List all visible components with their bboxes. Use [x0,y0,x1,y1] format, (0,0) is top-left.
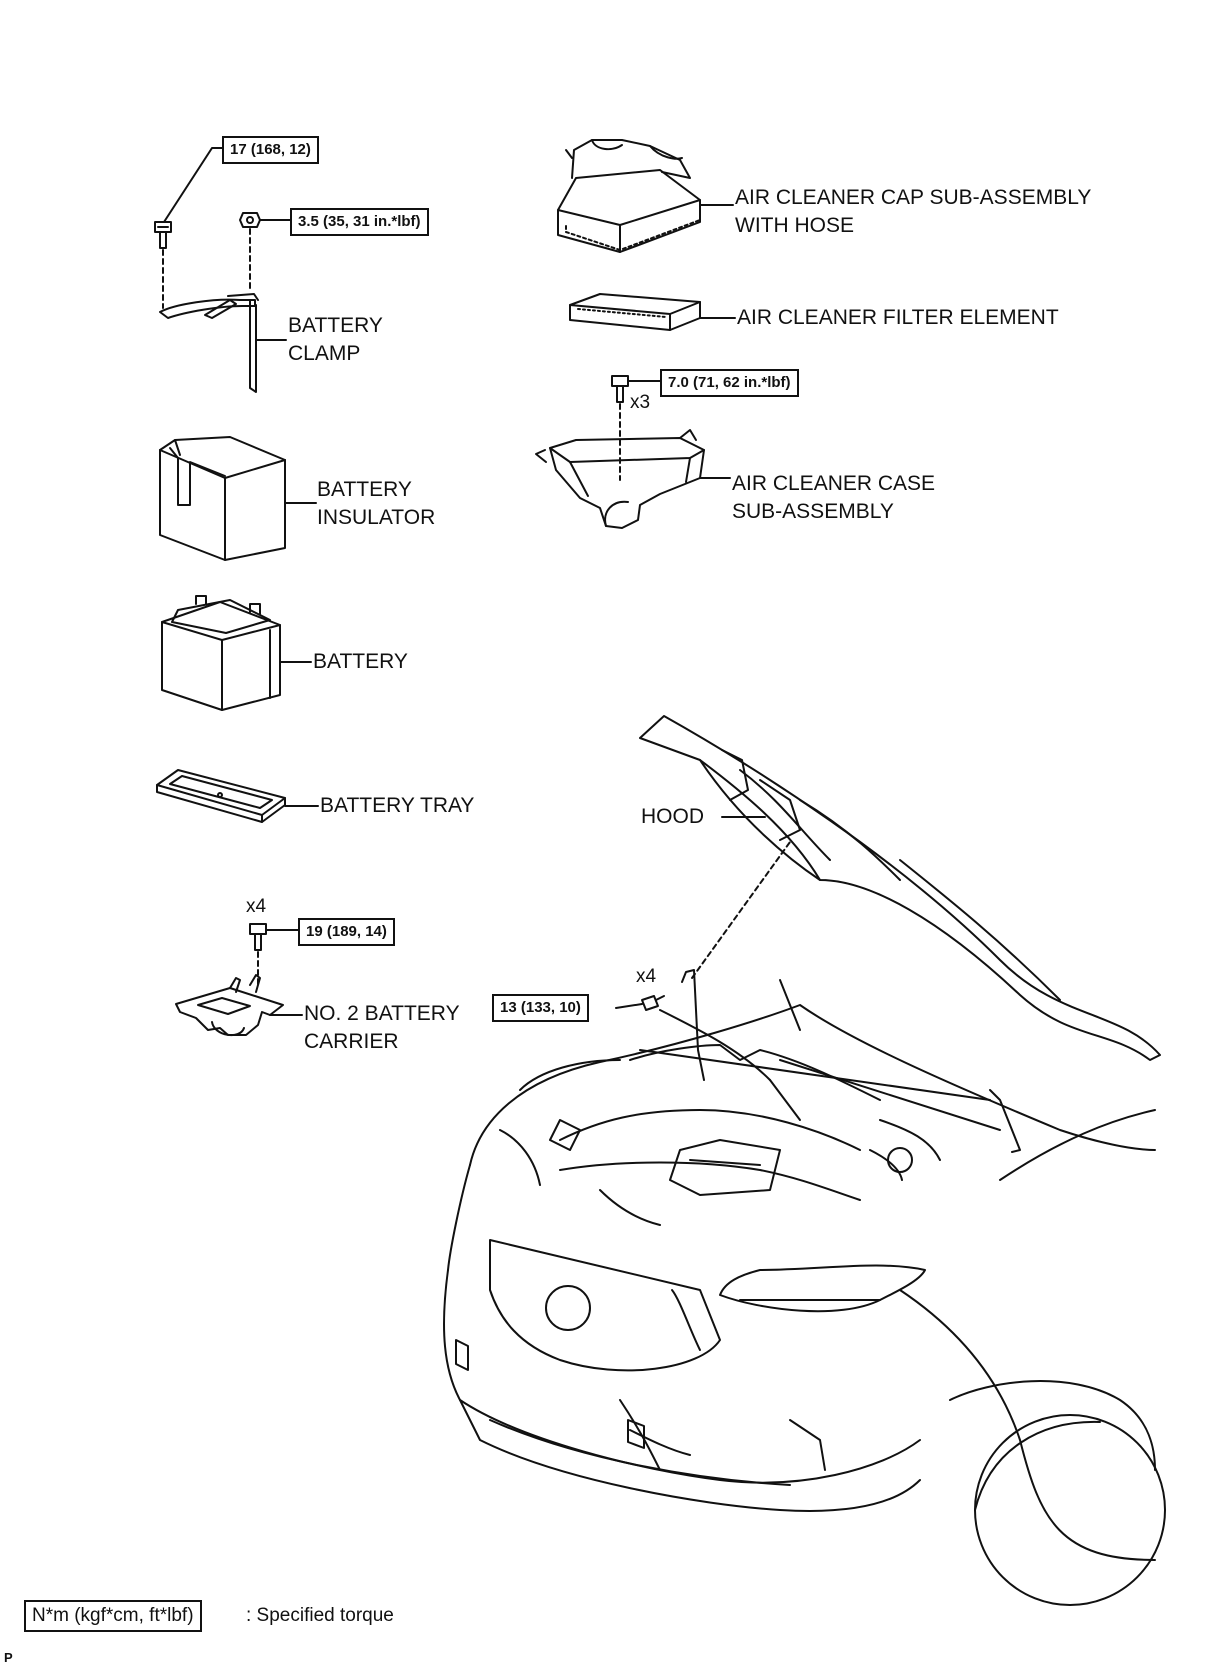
torque-clamp-nut: 3.5 (35, 31 in.*lbf) [290,208,429,236]
torque-case-bolt: 7.0 (71, 62 in.*lbf) [660,369,799,397]
qty-hood-bolt: x4 [636,966,657,987]
vehicle-icon [443,969,1166,1606]
qty-case-bolt: x3 [630,392,651,413]
label-hood: HOOD [641,805,704,828]
hood-bolt-icon [641,995,665,1011]
battery-insulator-icon [159,436,286,561]
torque-carrier-bolt: 19 (189, 14) [298,918,395,946]
legend-torque-text: : Specified torque [246,1605,394,1626]
label-battery-tray: BATTERY TRAY [320,794,475,817]
dash-hood [691,841,791,979]
leader-hood-bolt [615,1003,643,1009]
torque-clamp-bolt: 17 (168, 12) [222,136,319,164]
label-battery: BATTERY [313,650,408,673]
clamp-bolt-icon [154,221,172,249]
legend-torque-symbol: N*m (kgf*cm, ft*lbf) [24,1600,202,1632]
battery-carrier-icon [175,974,284,1037]
air-cleaner-cap-icon [557,139,701,253]
label-air-cleaner-cap: AIR CLEANER CAP SUB-ASSEMBLY WITH HOSE [735,186,1092,237]
label-battery-insulator: BATTERY INSULATOR [317,478,436,529]
clamp-nut-icon [239,212,261,228]
corner-mark: P [4,1650,13,1665]
case-bolt-icon [611,375,629,403]
carrier-bolt-icon [249,923,267,951]
battery-clamp-icon [159,293,259,393]
battery-tray-icon [156,769,286,823]
label-battery-carrier: NO. 2 BATTERY CARRIER [304,1002,460,1053]
leader-clamp-bolt [163,147,223,223]
qty-carrier-bolt: x4 [246,896,267,917]
hood-icon [639,715,1161,1061]
label-air-cleaner-filter: AIR CLEANER FILTER ELEMENT [737,306,1059,329]
label-battery-clamp: BATTERY CLAMP [288,314,383,365]
battery-icon [161,595,281,711]
label-air-cleaner-case: AIR CLEANER CASE SUB-ASSEMBLY [732,472,936,523]
air-cleaner-filter-icon [569,293,701,331]
air-cleaner-case-icon [535,429,705,529]
torque-hood-bolt: 13 (133, 10) [492,994,589,1022]
